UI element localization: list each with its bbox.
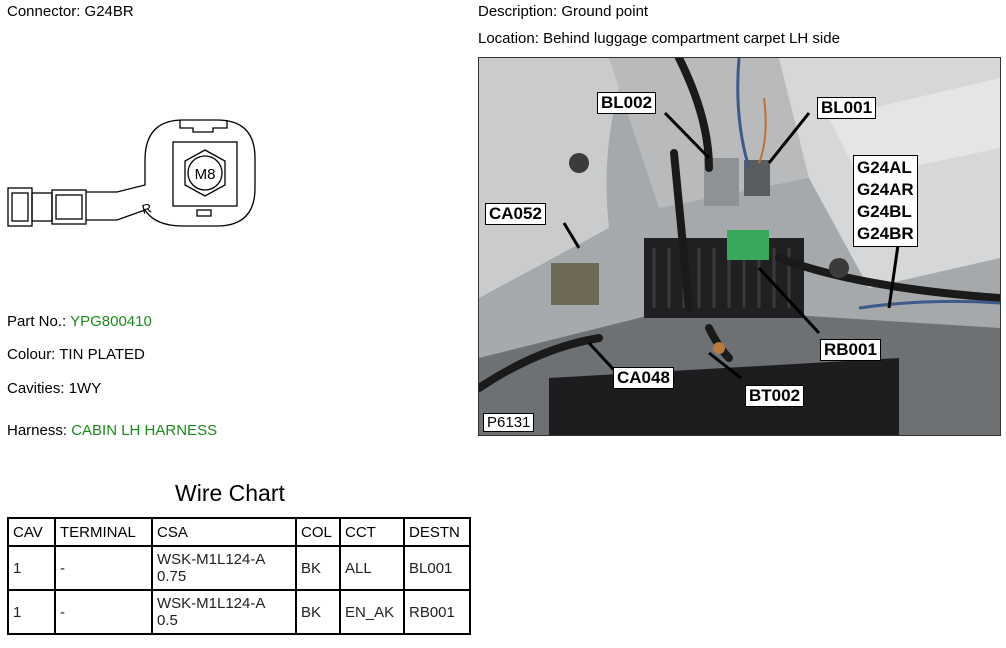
connector-value: G24BR: [84, 3, 134, 20]
description-label: Description:: [478, 3, 558, 20]
part-no-label: Part No.:: [7, 313, 67, 330]
callout-rb001: RB001: [820, 339, 881, 361]
location-photo: BL002 BL001 CA052 CA048 BT002 RB001 G24A…: [478, 57, 1001, 436]
ring-terminal-drawing: M8 R: [7, 119, 256, 227]
callout-g24al: G24AL: [857, 158, 912, 177]
cell-col: BK: [295, 545, 341, 591]
stud-size-label: M8: [195, 166, 216, 183]
cell-destn: RB001: [403, 589, 471, 635]
header-csa: CSA: [151, 517, 297, 547]
photo-illustration: [479, 58, 1000, 435]
callout-g24bl: G24BL: [857, 202, 912, 221]
cell-cav: 1: [7, 589, 56, 635]
header-cav: CAV: [7, 517, 56, 547]
location-label: Location:: [478, 30, 539, 47]
callout-bl002: BL002: [597, 92, 657, 114]
part-no-line: Part No.: YPG800410: [7, 313, 152, 330]
colour-value: TIN PLATED: [59, 346, 145, 363]
table-header-row: CAV TERMINAL CSA COL CCT DESTN: [7, 517, 471, 547]
harness-label: Harness:: [7, 422, 68, 439]
location-line: Location: Behind luggage compartment car…: [478, 30, 840, 47]
callout-ca052: CA052: [485, 203, 546, 225]
callout-g24br: G24BR: [857, 224, 914, 243]
cell-terminal: -: [54, 545, 153, 591]
cell-cct: EN_AK: [339, 589, 405, 635]
header-destn: DESTN: [403, 517, 471, 547]
cell-terminal: -: [54, 589, 153, 635]
location-value: Behind luggage compartment carpet LH sid…: [543, 30, 840, 47]
cell-cav: 1: [7, 545, 56, 591]
cell-csa-size: 0.75: [157, 568, 187, 585]
description-value: Ground point: [561, 3, 649, 20]
wire-chart-table: CAV TERMINAL CSA COL CCT DESTN 1 - WSK-M…: [7, 517, 471, 635]
connector-label: Connector:: [7, 3, 81, 20]
cell-csa-size: 0.5: [157, 612, 178, 629]
callout-bt002: BT002: [745, 385, 805, 407]
header-terminal: TERMINAL: [54, 517, 153, 547]
cavities-line: Cavities: 1WY: [7, 380, 101, 397]
callout-bl001: BL001: [817, 97, 877, 119]
cell-csa-spec: WSK-M1L124-A: [157, 595, 266, 612]
harness-line: Harness: CABIN LH HARNESS: [7, 422, 217, 439]
side-mark-label: R: [141, 200, 153, 217]
connector-line: Connector: G24BR: [7, 3, 134, 20]
wire-chart-title: Wire Chart: [175, 480, 285, 506]
colour-label: Colour:: [7, 346, 56, 363]
harness-link[interactable]: CABIN LH HARNESS: [71, 422, 218, 439]
cell-col: BK: [295, 589, 341, 635]
cell-csa-spec: WSK-M1L124-A: [157, 551, 266, 568]
header-col: COL: [295, 517, 341, 547]
cavities-label: Cavities:: [7, 380, 65, 397]
cavities-value: 1WY: [68, 380, 102, 397]
cell-destn: BL001: [403, 545, 471, 591]
cell-cct: ALL: [339, 545, 405, 591]
part-no-link[interactable]: YPG800410: [70, 313, 152, 330]
callout-g24-group: G24AL G24AR G24BL G24BR: [853, 155, 918, 247]
photo-code: P6131: [483, 413, 535, 432]
description-line: Description: Ground point: [478, 3, 648, 20]
header-cct: CCT: [339, 517, 405, 547]
colour-line: Colour: TIN PLATED: [7, 346, 145, 363]
callout-g24ar: G24AR: [857, 180, 914, 199]
callout-ca048: CA048: [613, 367, 674, 389]
